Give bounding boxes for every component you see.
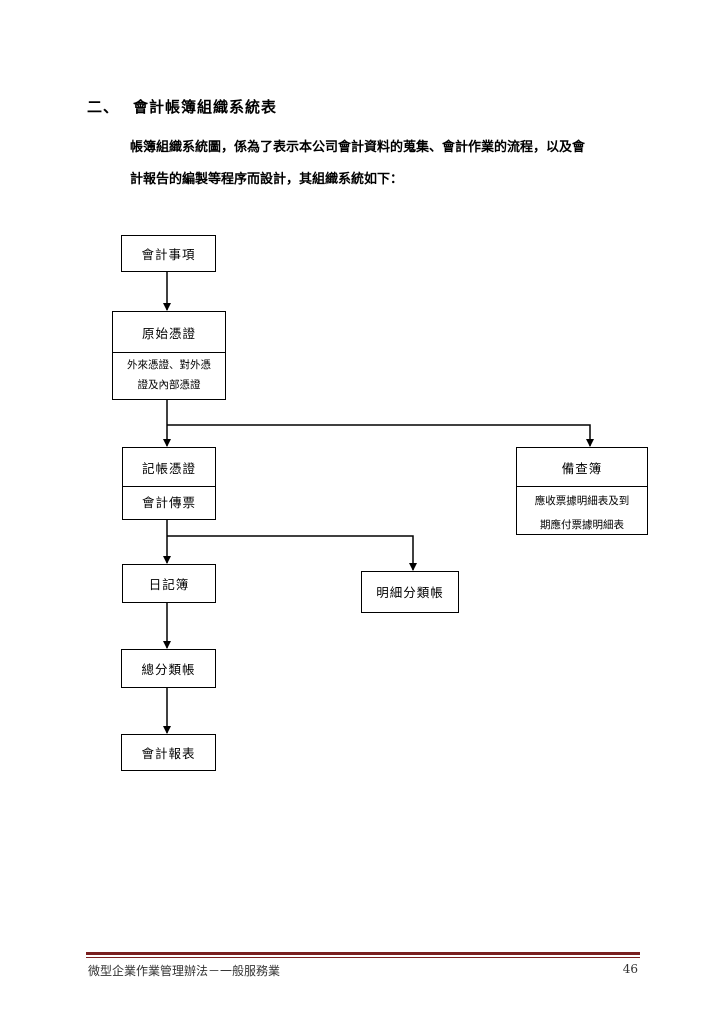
intro-paragraph: 帳簿組織系統圖，係為了表示本公司會計資料的蒐集、會計作業的流程，以及會 計報告的… <box>130 132 650 196</box>
section-title: 會計帳簿組織系統表 <box>133 98 278 116</box>
memo-book-sub: 應收票據明細表及到 期應付票據明細表 <box>517 486 647 537</box>
section-heading: 二、會計帳簿組織系統表 <box>87 96 277 117</box>
box-financial-reports: 會計報表 <box>121 734 216 771</box>
box-original-voucher: 原始憑證 外來憑證、對外憑 證及內部憑證 <box>112 311 226 400</box>
page-number: 46 <box>622 962 638 976</box>
box-general-ledger: 總分類帳 <box>121 649 216 688</box>
footer-rule-thick <box>86 952 640 955</box>
box-journal: 日記簿 <box>122 564 216 603</box>
intro-line-2: 計報告的編製等程序而設計，其組織系統如下： <box>130 172 404 187</box>
box-memo-book: 備查簿 應收票據明細表及到 期應付票據明細表 <box>516 447 648 535</box>
intro-line-1: 帳簿組織系統圖，係為了表示本公司會計資料的蒐集、會計作業的流程，以及會 <box>130 140 586 155</box>
box-bookkeeping-voucher: 記帳憑證 會計傳票 <box>122 447 216 520</box>
arrow-to-memo-book <box>167 424 594 447</box>
section-number: 二、 <box>87 98 120 116</box>
box-subsidiary-ledger: 明細分類帳 <box>361 571 459 613</box>
footer-rule-thin <box>86 957 640 958</box>
original-voucher-sub: 外來憑證、對外憑 證及內部憑證 <box>113 352 225 395</box>
box-accounting-items: 會計事項 <box>121 235 216 272</box>
arrow-to-subsidiary-ledger <box>167 535 417 571</box>
footer-title: 微型企業作業管理辦法－一般服務業 <box>88 964 281 978</box>
